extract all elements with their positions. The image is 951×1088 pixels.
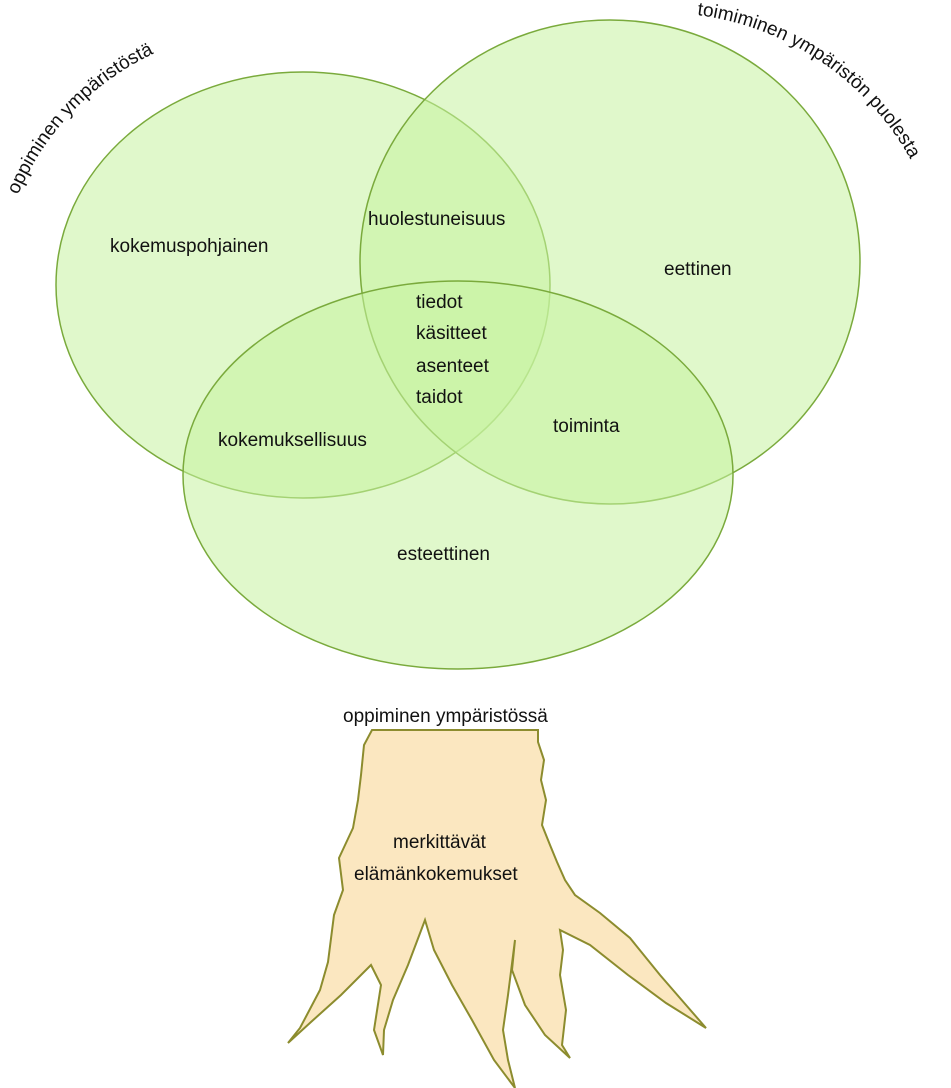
trunk-line-2: elämänkokemukset	[354, 864, 518, 885]
center-item-4: taidot	[416, 387, 463, 408]
label-right-circle: eettinen	[664, 259, 732, 280]
label-left-circle: kokemuspohjainen	[110, 236, 268, 257]
label-bottom-circle: esteettinen	[397, 544, 490, 565]
trunk-line-1: merkittävät	[393, 832, 487, 853]
center-item-3: asenteet	[416, 356, 490, 377]
trunk-top-label: oppiminen ympäristössä	[343, 706, 548, 727]
center-item-2: käsitteet	[416, 323, 487, 344]
center-item-1: tiedot	[416, 292, 463, 313]
label-left-right-overlap: huolestuneisuus	[368, 209, 505, 230]
circle-bottom	[182, 280, 734, 670]
tree-trunk	[287, 729, 707, 1088]
label-left-bottom-overlap: kokemuksellisuus	[218, 430, 367, 451]
label-right-bottom-overlap: toiminta	[553, 416, 620, 437]
